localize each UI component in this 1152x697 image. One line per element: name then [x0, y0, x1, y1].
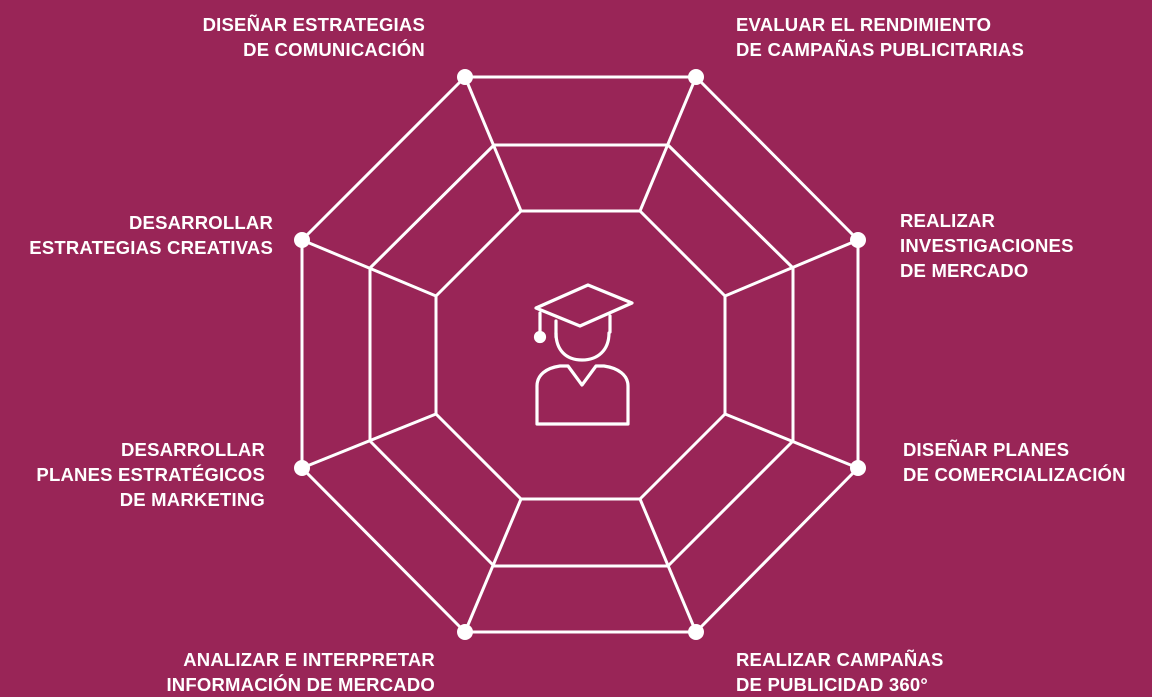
- skill-label-top-right: EVALUAR EL RENDIMIENTO DE CAMPAÑAS PUBLI…: [736, 12, 1024, 62]
- skill-label-line: ANALIZAR E INTERPRETAR: [183, 649, 435, 670]
- skill-label-upper-right: REALIZAR INVESTIGACIONES DE MERCADO: [900, 208, 1074, 283]
- skill-label-line: PLANES ESTRATÉGICOS: [36, 464, 265, 485]
- skill-label-line: ESTRATEGIAS CREATIVAS: [29, 237, 273, 258]
- vertex-dot-bottom-left: [457, 624, 473, 640]
- skill-label-line: EVALUAR EL RENDIMIENTO: [736, 14, 992, 35]
- skill-label-line: DE PUBLICIDAD 360°: [736, 674, 928, 695]
- skill-label-line: REALIZAR CAMPAÑAS: [736, 649, 944, 670]
- skill-label-line: INVESTIGACIONES: [900, 235, 1074, 256]
- skill-label-line: REALIZAR: [900, 210, 996, 231]
- outer-octagon: [300, 75, 860, 634]
- graduate-icon: [533, 283, 634, 426]
- skill-label-bottom-left: ANALIZAR E INTERPRETAR INFORMACIÓN DE ME…: [166, 647, 435, 697]
- spokes: [301, 76, 859, 633]
- skill-label-upper-left: DESARROLLAR ESTRATEGIAS CREATIVAS: [29, 210, 273, 260]
- skill-label-line: DE COMUNICACIÓN: [243, 39, 425, 60]
- skill-label-line: DE CAMPAÑAS PUBLICITARIAS: [736, 39, 1024, 60]
- vertex-dot-upper-left: [294, 232, 310, 248]
- vertex-dot-lower-right: [850, 460, 866, 476]
- skill-label-line: DISEÑAR ESTRATEGIAS: [202, 14, 425, 35]
- skill-label-line: DESARROLLAR: [128, 212, 273, 233]
- vertex-dot-top-left: [457, 69, 473, 85]
- skill-label-line: DE MERCADO: [900, 260, 1029, 281]
- skill-label-line: DISEÑAR PLANES: [903, 439, 1070, 460]
- skill-label-bottom-right: REALIZAR CAMPAÑAS DE PUBLICIDAD 360°: [736, 647, 944, 697]
- skill-label-line: DESARROLLAR: [120, 439, 265, 460]
- skill-label-line: DE MARKETING: [119, 489, 265, 510]
- vertex-dot-upper-right: [850, 232, 866, 248]
- skill-label-top-left: DISEÑAR ESTRATEGIAS DE COMUNICACIÓN: [203, 12, 425, 62]
- skill-label-line: INFORMACIÓN DE MERCADO: [166, 674, 435, 695]
- vertex-dot-lower-left: [294, 460, 310, 476]
- skill-label-lower-right: DISEÑAR PLANES DE COMERCIALIZACIÓN: [903, 437, 1126, 487]
- vertex-dot-top-right: [688, 69, 704, 85]
- inner-octagon: [434, 209, 727, 501]
- vertex-dot-bottom-right: [688, 624, 704, 640]
- middle-octagon: [368, 143, 795, 568]
- skill-label-lower-left: DESARROLLAR PLANES ESTRATÉGICOS DE MARKE…: [36, 437, 265, 512]
- skill-label-line: DE COMERCIALIZACIÓN: [903, 464, 1126, 485]
